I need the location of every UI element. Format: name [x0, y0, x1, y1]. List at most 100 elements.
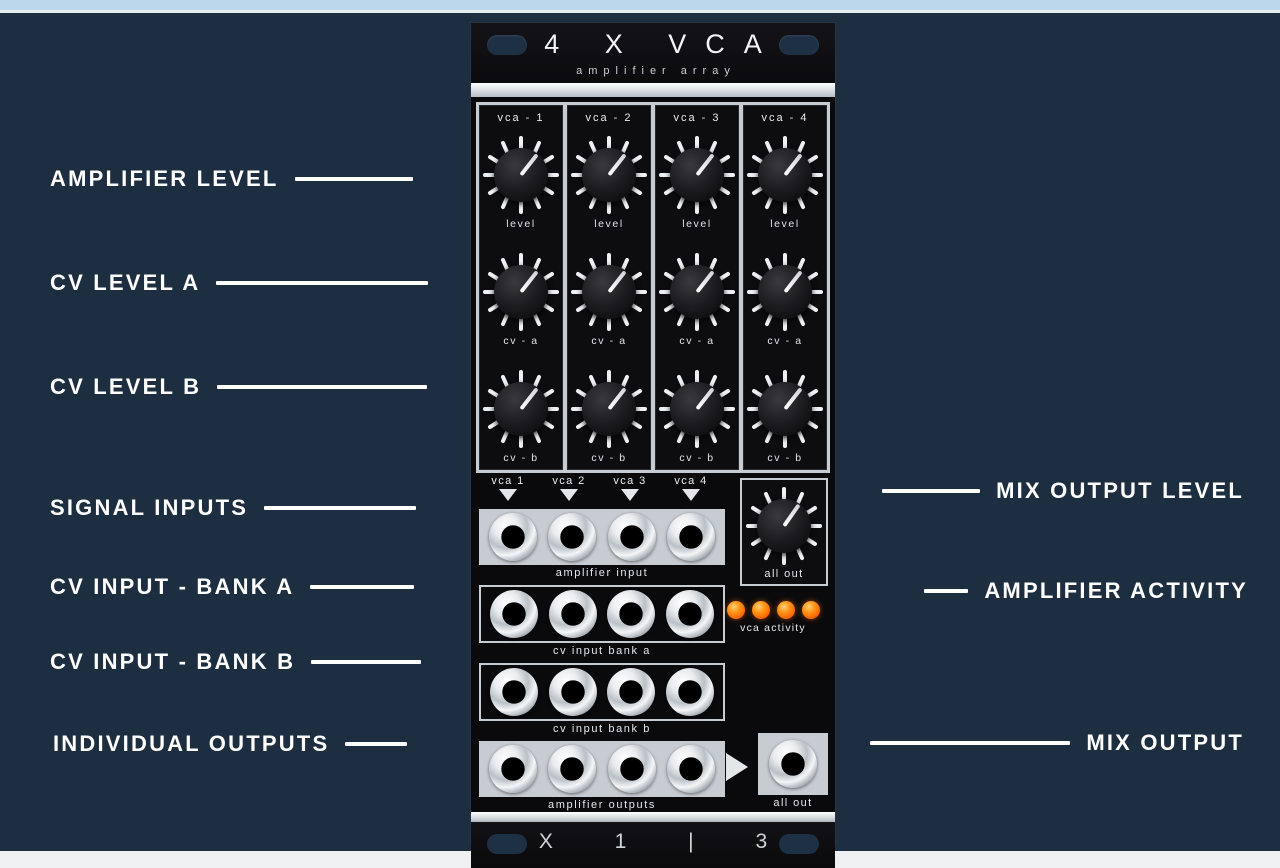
annotation-label: CV INPUT - BANK A — [50, 574, 295, 599]
cv-a-knob-1[interactable] — [480, 251, 562, 333]
jack-cv-b-4[interactable] — [665, 668, 714, 716]
mounting-screw-right-icon — [779, 35, 819, 55]
jack-amp-input-2[interactable] — [548, 513, 597, 561]
cv-a-knob-3[interactable] — [656, 251, 738, 333]
jack-area: vca 1 vca 2 vca 3 vca 4 amplifier input — [476, 475, 830, 816]
annotation-cv-level-a: CV LEVEL A — [50, 270, 429, 295]
level-knob-3[interactable] — [656, 134, 738, 216]
amplifier-outputs-label: amplifier outputs — [548, 799, 656, 811]
cv-a-knob-4[interactable] — [744, 251, 826, 333]
jack-cv-a-4[interactable] — [665, 590, 714, 638]
cv-b-knob-1[interactable] — [480, 368, 562, 450]
leader-line — [217, 385, 428, 389]
leader-line — [294, 177, 413, 181]
jack-amp-output-3[interactable] — [607, 745, 656, 793]
jack-cv-b-2[interactable] — [548, 668, 597, 716]
leader-line — [264, 506, 417, 510]
mix-output-level-panel: all out — [740, 478, 828, 586]
module-footer: X 1 | 3 — [471, 822, 835, 868]
level-knob-2[interactable] — [568, 134, 650, 216]
module-subtitle: amplifier array — [576, 65, 736, 77]
vca-strip-4: vca - 4 level cv - a — [743, 105, 827, 470]
jack-amp-input-3[interactable] — [607, 513, 656, 561]
knob-ticks-icon — [747, 136, 823, 214]
jack-cv-a-1[interactable] — [490, 590, 539, 638]
header-divider — [471, 83, 835, 97]
mix-output-jack-panel — [758, 733, 828, 795]
jack-cv-a-3[interactable] — [607, 590, 656, 638]
cv-b-knob-4-label: cv - b — [767, 452, 803, 464]
input-routing-4-label: vca 4 — [674, 475, 708, 487]
activity-led-4 — [801, 601, 820, 619]
cv-input-bank-a — [479, 585, 725, 643]
annotation-cv-input-bank-b: CV INPUT - BANK B — [50, 651, 422, 673]
mix-level-knob[interactable] — [743, 485, 825, 567]
down-arrow-icon — [682, 489, 700, 501]
knob-ticks-icon — [659, 136, 735, 214]
vca-activity-label: vca activity — [740, 622, 806, 634]
knob-ticks-icon — [483, 136, 559, 214]
jack-amp-output-2[interactable] — [548, 745, 597, 793]
amplifier-input-label: amplifier input — [555, 567, 649, 579]
level-knob-2-label: level — [594, 218, 624, 230]
level-knob-4-label: level — [770, 218, 800, 230]
cv-input-bank-b — [479, 663, 725, 721]
vca-strip-2: vca - 2 level cv - a — [567, 105, 651, 470]
led-row — [719, 601, 827, 619]
cv-a-knob-4-label: cv - a — [767, 335, 803, 347]
cv-input-bank-a-label: cv input bank a — [553, 645, 651, 657]
input-routing-1: vca 1 — [479, 475, 537, 501]
leader-line — [924, 589, 969, 593]
level-knob-4-cell: level — [744, 134, 826, 230]
knob-ticks-icon — [659, 253, 735, 331]
cv-b-knob-3-label: cv - b — [679, 452, 715, 464]
top-band-line — [0, 10, 1280, 13]
cv-a-knob-3-cell: cv - a — [656, 251, 738, 347]
input-routing-3: vca 3 — [601, 475, 659, 501]
annotation-label: INDIVIDUAL OUTPUTS — [53, 731, 330, 756]
amplifier-input-bank — [479, 509, 725, 565]
cv-b-knob-4[interactable] — [744, 368, 826, 450]
cv-input-bank-b-label: cv input bank b — [553, 723, 651, 735]
annotation-signal-inputs: SIGNAL INPUTS — [50, 497, 417, 519]
level-knob-3-cell: level — [656, 134, 738, 230]
input-routing-1-label: vca 1 — [491, 475, 525, 487]
jack-cv-b-3[interactable] — [607, 668, 656, 716]
level-knob-1[interactable] — [480, 134, 562, 216]
jack-amp-output-4[interactable] — [667, 745, 716, 793]
jack-amp-input-1[interactable] — [488, 513, 537, 561]
vca-strip-1-title: vca - 1 — [497, 112, 545, 124]
leader-line — [216, 281, 429, 285]
knob-ticks-icon — [659, 370, 735, 448]
jack-cv-a-2[interactable] — [548, 590, 597, 638]
cv-a-knob-2-cell: cv - a — [568, 251, 650, 347]
level-knob-3-label: level — [682, 218, 712, 230]
vca-module-panel: 4 X VCA amplifier array vca - 1 level — [471, 23, 835, 868]
cv-a-knob-1-cell: cv - a — [480, 251, 562, 347]
mounting-screw-bottom-left-icon — [487, 834, 527, 854]
jack-amp-input-4[interactable] — [667, 513, 716, 561]
input-routing-4: vca 4 — [662, 475, 720, 501]
annotation-label: MIX OUTPUT LEVEL — [996, 478, 1244, 503]
annotation-label: CV LEVEL A — [50, 270, 201, 295]
leader-line — [882, 489, 981, 493]
annotation-label: AMPLIFIER ACTIVITY — [984, 578, 1248, 603]
jack-all-out[interactable] — [769, 740, 817, 788]
footer-brand-mark: X 1 | 3 — [538, 830, 796, 853]
cv-b-knob-3[interactable] — [656, 368, 738, 450]
cv-a-knob-2[interactable] — [568, 251, 650, 333]
annotation-mix-output: MIX OUTPUT — [840, 732, 1244, 754]
vca-activity-indicator: vca activity — [719, 601, 827, 634]
annotation-mix-output-level: MIX OUTPUT LEVEL — [840, 480, 1244, 502]
module-title: 4 X VCA — [544, 29, 781, 59]
cv-b-knob-2-label: cv - b — [591, 452, 627, 464]
jack-cv-b-1[interactable] — [490, 668, 539, 716]
level-knob-4[interactable] — [744, 134, 826, 216]
knob-ticks-icon — [571, 370, 647, 448]
annotation-label: AMPLIFIER LEVEL — [50, 166, 279, 191]
mix-level-knob-label: all out — [764, 567, 804, 580]
input-routing-2-label: vca 2 — [552, 475, 586, 487]
jack-amp-output-1[interactable] — [488, 745, 537, 793]
cv-b-knob-2[interactable] — [568, 368, 650, 450]
